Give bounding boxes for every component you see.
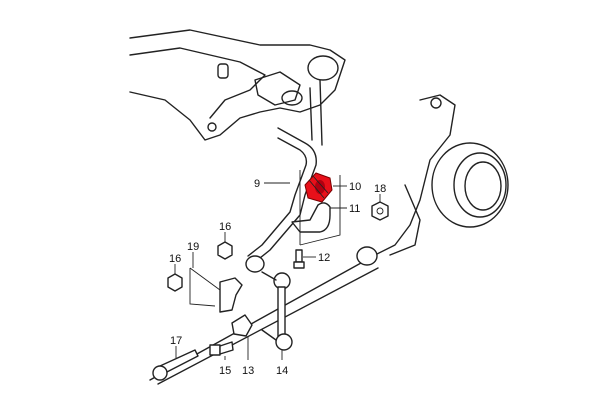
stabilizer-bar: [245, 127, 317, 273]
bolt-part-12: [293, 249, 305, 269]
clamp-part-13: [231, 314, 253, 337]
bolt-part-15: [209, 341, 234, 356]
subframe: [129, 29, 346, 146]
callout-13[interactable]: 13: [242, 365, 254, 377]
clamp-part-11: [291, 170, 341, 246]
nut-part-18: [371, 201, 389, 221]
drop-link-part-14: [261, 271, 293, 351]
callout-19[interactable]: 19: [187, 241, 199, 253]
callout-16-lower[interactable]: 16: [169, 253, 181, 265]
bolt-part-17: [152, 349, 199, 381]
callout-18[interactable]: 18: [374, 183, 386, 195]
nut-part-16-upper: [217, 241, 233, 260]
wheel-bearing-housing: [359, 94, 509, 256]
leader-lines: [174, 182, 381, 360]
bracket-part-19: [189, 267, 243, 313]
callout-10[interactable]: 10: [349, 181, 361, 193]
nut-part-16-lower: [167, 273, 183, 292]
callout-15[interactable]: 15: [219, 365, 231, 377]
callout-16-upper[interactable]: 16: [219, 221, 231, 233]
callout-12[interactable]: 12: [318, 252, 330, 264]
callout-14[interactable]: 14: [276, 365, 288, 377]
callout-17[interactable]: 17: [170, 335, 182, 347]
bushing-part-10[interactable]: [304, 172, 333, 203]
callout-9[interactable]: 9: [254, 178, 260, 190]
callout-11[interactable]: 11: [349, 203, 360, 215]
